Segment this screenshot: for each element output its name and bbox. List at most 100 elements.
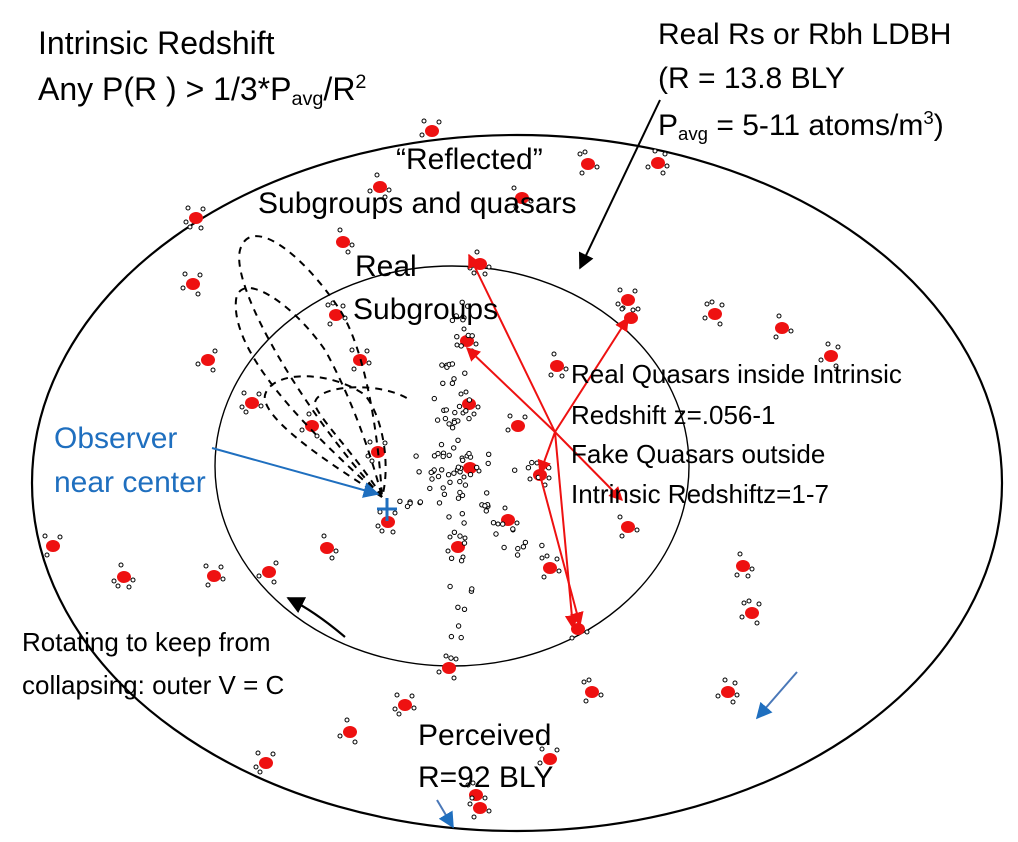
- galaxy: [441, 491, 448, 497]
- satellite-galaxy: [185, 205, 191, 211]
- satellite-galaxy: [541, 574, 547, 580]
- satellite-galaxy: [527, 476, 533, 482]
- real-rs-arrow: [578, 99, 661, 270]
- galaxy: [447, 583, 453, 590]
- quasar-dot: [462, 398, 476, 410]
- galaxy: [448, 633, 455, 640]
- galaxy: [455, 464, 462, 470]
- satellite-galaxy: [256, 573, 262, 579]
- observer-label: Observer: [54, 422, 178, 455]
- satellite-galaxy: [741, 600, 747, 606]
- satellite-galaxy: [271, 579, 277, 585]
- galaxy: [453, 313, 459, 319]
- galaxy: [510, 526, 516, 532]
- galaxy: [520, 544, 527, 550]
- quasar-dot: [463, 462, 477, 474]
- satellite-galaxy: [476, 468, 482, 474]
- satellite-galaxy: [462, 535, 468, 541]
- satellite-galaxy: [333, 548, 339, 554]
- satellite-galaxy: [197, 272, 203, 278]
- galaxy: [501, 544, 507, 551]
- satellite-galaxy: [825, 341, 831, 347]
- galaxy: [460, 317, 466, 323]
- galaxy: [466, 397, 473, 403]
- satellite-galaxy: [118, 562, 124, 568]
- satellite-galaxy: [569, 635, 575, 641]
- satellite-galaxy: [200, 206, 206, 212]
- satellite-galaxy: [187, 224, 193, 230]
- satellite-galaxy: [57, 534, 63, 540]
- satellite-galaxy: [835, 344, 841, 350]
- satellite-galaxy: [257, 769, 263, 775]
- rotating-label-2: collapsing: outer V = C: [22, 670, 285, 700]
- real-r-label: (R = 13.8 BLY: [658, 62, 846, 95]
- galaxy: [461, 606, 468, 612]
- satellite-galaxy: [474, 249, 480, 255]
- satellite-galaxy: [511, 185, 517, 191]
- satellite-galaxy: [367, 188, 373, 194]
- galaxy: [460, 457, 466, 463]
- satellite-galaxy: [746, 598, 752, 604]
- galaxy: [469, 586, 475, 592]
- real-label: Real: [355, 250, 417, 283]
- satellite-galaxy: [379, 528, 385, 534]
- quasar-dot: [511, 420, 525, 432]
- satellite-galaxy: [559, 373, 565, 379]
- satellite-galaxy: [554, 747, 560, 753]
- galaxy: [413, 453, 419, 459]
- galaxy: [416, 469, 422, 475]
- galaxy: [482, 503, 488, 509]
- galaxy: [448, 555, 455, 561]
- galaxy: [455, 495, 462, 501]
- satellite-galaxy: [505, 427, 511, 433]
- galaxy: [447, 479, 453, 485]
- quasar-dot: [651, 157, 665, 169]
- galaxy: [434, 417, 441, 423]
- satellite-galaxy: [495, 521, 501, 527]
- satellite-galaxy: [182, 271, 188, 277]
- satellite-galaxy: [548, 372, 554, 378]
- satellite-galaxy: [212, 348, 218, 354]
- satellite-galaxy: [243, 409, 249, 415]
- satellite-galaxy: [537, 760, 543, 766]
- satellite-galaxy: [632, 288, 638, 294]
- satellite-galaxy: [583, 698, 589, 704]
- galaxy: [458, 558, 465, 564]
- galaxy: [490, 520, 497, 526]
- satellite-galaxy: [704, 301, 710, 307]
- galaxy: [428, 469, 434, 476]
- satellite-galaxy: [375, 523, 381, 529]
- satellite-galaxy: [390, 529, 396, 535]
- satellite-galaxy: [369, 458, 375, 464]
- galaxy: [431, 395, 437, 402]
- satellite-galaxy: [314, 433, 320, 439]
- satellite-galaxy: [130, 577, 136, 583]
- satellite-galaxy: [528, 198, 534, 204]
- galaxy: [446, 452, 452, 458]
- satellite-galaxy: [544, 553, 550, 559]
- satellite-galaxy: [461, 474, 467, 480]
- satellite-galaxy: [482, 271, 488, 277]
- galaxy: [457, 533, 463, 539]
- satellite-galaxy: [447, 534, 453, 540]
- satellite-galaxy: [111, 578, 117, 584]
- galaxy: [443, 407, 449, 413]
- dashed-loops: [234, 235, 411, 498]
- galaxy: [427, 485, 433, 492]
- satellite-galaxy: [329, 555, 335, 561]
- satellite-galaxy: [507, 413, 513, 419]
- galaxy: [436, 500, 443, 506]
- quasar-dot: [543, 562, 557, 574]
- perceived-r-label: R=92 BLY: [418, 761, 554, 794]
- intrinsic-formula: Any P(R ) > 1/3*Pavg/R2: [38, 71, 367, 110]
- satellite-galaxy: [734, 572, 740, 578]
- satellite-galaxy: [722, 677, 728, 683]
- galaxy: [439, 467, 445, 473]
- satellite-galaxy: [344, 717, 350, 723]
- galaxy: [484, 490, 490, 496]
- quasar-dot: [451, 541, 465, 553]
- satellite-galaxy: [617, 514, 623, 520]
- satellite-galaxy: [195, 361, 201, 367]
- satellite-galaxy: [256, 391, 262, 397]
